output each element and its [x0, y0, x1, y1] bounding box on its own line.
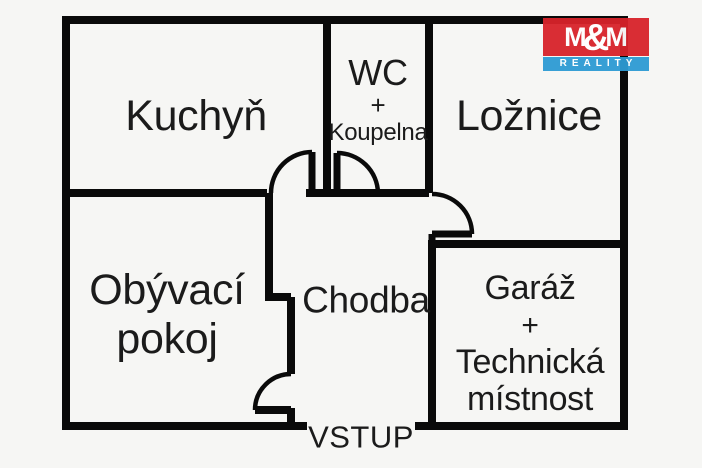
door-arc-kitchen — [268, 149, 313, 194]
garage-label-line2: + — [521, 309, 539, 342]
walls — [62, 16, 628, 430]
bathroom-label-plus: + — [370, 90, 386, 120]
logo-letter-m2: M — [605, 21, 628, 52]
bathroom-label-koupelna: Koupelna — [328, 119, 428, 146]
door-leaf-bedroom — [428, 230, 472, 248]
room-label-garage: Garáž + Technická místnost — [456, 270, 605, 418]
logo-ampersand: & — [582, 17, 610, 58]
door-arcs — [252, 149, 475, 411]
room-label-living-room: Obývací pokoj — [89, 266, 245, 364]
garage-label-line1: Garáž — [484, 269, 576, 307]
bathroom-label-wc: WC — [348, 52, 408, 93]
living-room-label-line1: Obývací — [89, 266, 245, 314]
door-arc-entrance — [252, 371, 292, 411]
garage-label-line3: Technická — [455, 343, 605, 381]
door-leaves — [308, 152, 472, 248]
mm-reality-logo-top: M & M — [543, 18, 649, 56]
living-room-label-line2: pokoj — [116, 315, 218, 363]
mm-reality-logo-bottom: REALITY — [543, 57, 649, 71]
mm-reality-logo: M & M REALITY — [543, 18, 649, 71]
garage-label-line4: místnost — [466, 380, 594, 418]
room-label-bedroom: Ložnice — [455, 91, 603, 140]
room-label-kitchen: Kuchyň — [125, 91, 267, 140]
door-arc-bedroom — [431, 191, 475, 235]
logo-letter-m1: M — [564, 21, 587, 52]
door-arc-bathroom — [336, 150, 381, 194]
room-label-hallway: Chodba — [302, 279, 430, 321]
entrance-label: VSTUP — [308, 419, 414, 455]
room-label-bathroom: WC + Koupelna — [328, 52, 428, 147]
